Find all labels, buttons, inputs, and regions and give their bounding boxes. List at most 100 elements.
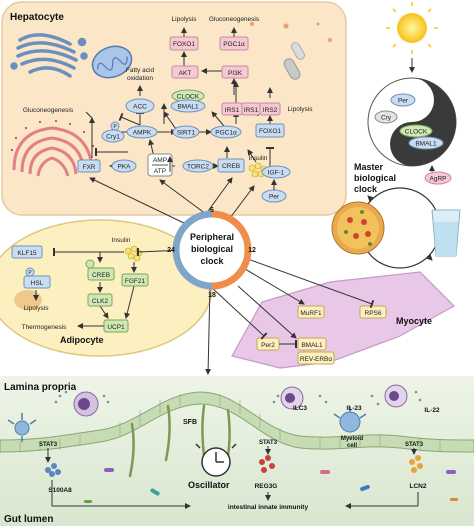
myeloid-cell — [333, 406, 367, 433]
clock-connectors — [89, 177, 375, 375]
clk2-node-label: CLK2 — [92, 298, 109, 305]
torc2-node-label: TORC2 — [187, 164, 209, 171]
s100a8-label: S100A8 — [48, 487, 72, 494]
bmal1-node-myocyte: BMAL1 — [297, 337, 327, 351]
il23-label: IL-23 — [346, 405, 362, 412]
foxo1-node-right: FOXO1 — [255, 123, 285, 138]
rev-erba-node-label: REV-ERBα — [300, 356, 333, 363]
clock-tick-18: 18 — [208, 292, 216, 299]
epithelial-cell-dividers — [19, 394, 441, 451]
amp-atp-ratio: AMP ATP — [147, 153, 173, 177]
clock-node-hepatocyte-label: CLOCK — [177, 94, 200, 101]
stat3-label-left: STAT3 — [39, 442, 58, 448]
atp-label: ATP — [154, 168, 166, 175]
foxo1-node-top: FOXO1 — [169, 36, 199, 51]
myeloid-cell-label-2: cell — [347, 443, 357, 449]
murf1-node: MuRF1 — [297, 305, 325, 319]
agrp-node: AgRP — [424, 171, 452, 185]
peripheral-clock-label-3: clock — [200, 256, 224, 266]
stat3-label-mid: STAT3 — [259, 440, 278, 446]
foxo1-node-top-label: FOXO1 — [173, 41, 195, 48]
peripheral-clock-label-2: biological — [191, 244, 233, 254]
bmal1-node-myocyte-label: BMAL1 — [301, 342, 323, 349]
master-clock-label-2: biological — [354, 173, 396, 183]
gut-lumen-title: Gut lumen — [4, 514, 53, 525]
creb-node-adipocyte: CREB — [85, 259, 115, 281]
immune-cell-left — [73, 391, 99, 417]
lcn2-cluster — [409, 455, 423, 473]
irs1-node-b: IRS1 — [241, 102, 261, 116]
master-clock-label-1: Master — [354, 162, 384, 172]
clock-node-master-label: CLOCK — [405, 129, 428, 136]
ampk-node-label: AMPK — [133, 130, 152, 137]
gut-region: Lamina propria Gut lumen ILC3 — [0, 376, 474, 526]
master-clock-label-3: clock — [354, 184, 378, 194]
p-cry1-node: P Cry1 — [101, 121, 125, 143]
lcn2-label: LCN2 — [410, 483, 427, 490]
p-hepatocyte-label: P — [113, 124, 117, 130]
lipolysis-label-adipocyte: Lipolysis — [24, 305, 50, 312]
ucp1-node-label: UCP1 — [107, 324, 125, 331]
agrp-node-label: AgRP — [430, 176, 447, 183]
lipolysis-label-right: Lipolysis — [288, 106, 314, 113]
ampk-node: AMPK — [126, 125, 158, 139]
myocyte-title: Myocyte — [396, 316, 432, 326]
mitochondrion-illustration — [91, 45, 133, 79]
cry1-node-label: Cry1 — [106, 134, 120, 141]
creb-node-hepatocyte-label: CREB — [222, 163, 240, 170]
rps6-node: RPS6 — [359, 305, 387, 319]
peripheral-clock: 6 12 18 24 Peripheral biological clock — [89, 177, 375, 375]
adipocyte-title: Adipocyte — [60, 335, 104, 345]
hepatocyte-region: Hepatocyte — [1, 1, 347, 216]
cytoplasmic-vesicles — [250, 22, 332, 80]
thermogenesis-label: Thermogenesis — [22, 324, 68, 331]
pka-node: PKA — [111, 159, 137, 173]
reg3g-cluster — [259, 455, 275, 473]
rev-erba-node: REV-ERBα — [297, 351, 335, 365]
pgc1a-node-mid: PGC1α — [210, 125, 242, 139]
myocyte-region: Myocyte MuRF1 RPS6 Per2 BMAL1 REV-ERBα — [231, 271, 455, 369]
reg3g-label: REG3G — [255, 483, 278, 490]
pgc1a-node-top-label: PGC1α — [223, 41, 245, 48]
fgf21-node: FGF21 — [121, 273, 149, 287]
per-node-hepatocyte-label: Per — [269, 194, 280, 201]
irs2-node-label: IRS2 — [263, 107, 278, 114]
rps6-node-label: RPS6 — [365, 310, 382, 317]
clk2-node: CLK2 — [87, 293, 113, 307]
hsl-node-label: HSL — [31, 280, 44, 287]
amp-label: AMP — [153, 157, 167, 164]
clock-tick-6: 6 — [210, 207, 214, 214]
ilc3-label: ILC3 — [293, 405, 307, 412]
cry-node-master-label: Cry — [381, 115, 392, 122]
pi3k-node-label: PI3K — [228, 70, 243, 77]
sfb-label: SFB — [183, 419, 197, 426]
pizza-illustration — [331, 201, 385, 255]
immune-cell-right — [384, 384, 408, 408]
per2-node-label: Per2 — [261, 342, 275, 349]
master-clock-region: Per Cry CLOCK BMAL1 Master biological cl… — [354, 2, 457, 194]
clock-face — [176, 214, 248, 286]
klf15-node: KLF15 — [11, 245, 43, 259]
fgf21-node-label: FGF21 — [125, 278, 146, 285]
bmal1-node-hepatocyte: BMAL1 — [170, 99, 206, 113]
pka-node-label: PKA — [117, 164, 131, 171]
pgc1a-node-top: PGC1α — [219, 36, 249, 51]
pgc1a-node-mid-label: PGC1α — [215, 130, 237, 137]
sun-illustration — [397, 13, 427, 43]
adipocyte-arrows — [33, 248, 137, 329]
murf1-node-label: MuRF1 — [300, 310, 322, 317]
gluconeogenesis-label-top: Gluconeogenesis — [209, 16, 260, 23]
bmal1-node-master: BMAL1 — [408, 136, 444, 150]
torc2-node: TORC2 — [182, 159, 214, 173]
insulin-label-adipocyte: Insulin — [112, 237, 131, 244]
bmal1-node-hepatocyte-label: BMAL1 — [177, 104, 199, 111]
s100a8-cluster — [45, 463, 61, 477]
clock-node-master: CLOCK — [399, 124, 433, 138]
fxr-node-label: FXR — [83, 164, 96, 171]
foxo1-node-right-label: FOXO1 — [259, 128, 281, 135]
clock-arc-night — [172, 210, 213, 290]
per2-node: Per2 — [256, 337, 280, 351]
feeding-cycle — [331, 187, 461, 269]
hepatocyte-title: Hepatocyte — [10, 12, 64, 23]
